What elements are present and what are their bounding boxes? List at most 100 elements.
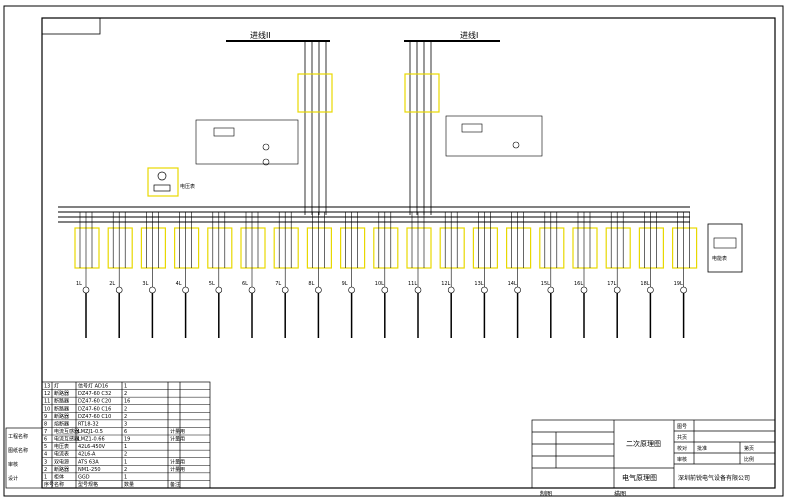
bom-cell: RT18-32 bbox=[78, 421, 99, 427]
bom-cell: 灯 bbox=[54, 383, 59, 390]
branch-circuit: 14L bbox=[506, 212, 532, 338]
bom-cell: 电流互感器 bbox=[54, 428, 79, 435]
corner-tag bbox=[41, 17, 101, 35]
branch-label: 7L bbox=[275, 281, 281, 287]
branch-circuit: 15L bbox=[539, 212, 565, 338]
bom-cell: 1 bbox=[44, 474, 47, 480]
bom-cell: LMZ1-0.66 bbox=[78, 437, 105, 443]
bom-cell: DZ47-60 C32 bbox=[78, 391, 111, 397]
bom-cell: 13 bbox=[44, 384, 50, 390]
svg-text:电能表: 电能表 bbox=[712, 255, 727, 262]
svg-text:电压表: 电压表 bbox=[180, 183, 195, 190]
made-label: 制图 bbox=[540, 490, 552, 498]
inner-frame bbox=[41, 17, 776, 489]
title-right-1: 第页 bbox=[744, 445, 754, 452]
branch-circuit: 8L bbox=[306, 212, 332, 338]
bom-cell: 信号灯 AD16 bbox=[78, 383, 108, 390]
bom-cell: DZ47-60 C16 bbox=[78, 406, 111, 412]
control-circuit-left bbox=[195, 119, 299, 166]
bom-cell: 19 bbox=[124, 437, 130, 443]
bom-cell: 10 bbox=[44, 406, 50, 412]
bom-cell: 断路器 bbox=[54, 405, 69, 412]
bom-cell: 6 bbox=[124, 429, 127, 435]
bom-cell: 计量用 bbox=[170, 436, 185, 443]
branch-circuit: 12L bbox=[439, 212, 465, 338]
bom-side-label-3: 审核 bbox=[8, 461, 18, 468]
bom-cell: 42L6-A bbox=[78, 452, 96, 458]
bom-cell: 1 bbox=[124, 384, 127, 390]
main-busbar bbox=[58, 206, 690, 223]
title-row-2: 共页 bbox=[677, 434, 687, 441]
bom-cell: 7 bbox=[44, 429, 47, 435]
bom-cell: 断路器 bbox=[54, 466, 69, 473]
bom-cell: 3 bbox=[44, 459, 47, 465]
branch-label: 15L bbox=[541, 281, 550, 287]
branch-circuit: 6L bbox=[240, 212, 266, 338]
branch-label: 9L bbox=[342, 281, 348, 287]
incoming-left bbox=[297, 41, 333, 215]
branch-label: 2L bbox=[109, 281, 115, 287]
branch-label: 13L bbox=[474, 281, 483, 287]
bom-cell: 电压表 bbox=[54, 443, 69, 450]
bom-cell: 计量用 bbox=[170, 466, 185, 473]
bom-cell: 2 bbox=[124, 467, 127, 473]
bom-cell: 双电源 bbox=[54, 458, 69, 465]
branch-label: 12L bbox=[441, 281, 450, 287]
control-circuit-right bbox=[445, 115, 543, 157]
bom-cell: 11 bbox=[44, 399, 50, 405]
title-drawing-name: 电气原理图 bbox=[622, 473, 657, 482]
bom-cell: 熔断器 bbox=[54, 420, 69, 427]
bom-cell: 电流表 bbox=[54, 451, 69, 458]
bom-cell: LMZJ1-0.5 bbox=[78, 429, 103, 435]
branch-label: 1L bbox=[76, 281, 82, 287]
branch-circuit: 13L bbox=[472, 212, 498, 338]
bom-cell: 2 bbox=[124, 391, 127, 397]
branch-label: 18L bbox=[640, 281, 649, 287]
branch-circuit: 1L bbox=[74, 212, 100, 338]
bom-cell: 断路器 bbox=[54, 413, 69, 420]
title-block bbox=[531, 419, 776, 489]
bom-cell: 1 bbox=[124, 459, 127, 465]
bom-header: 序号 bbox=[44, 481, 54, 488]
title-row-1: 图号 bbox=[677, 424, 687, 430]
bom-side-label-1: 工程名称 bbox=[8, 433, 28, 440]
title-doc-type: 二次原理图 bbox=[626, 439, 661, 448]
bom-cell: DZ47-60 C10 bbox=[78, 414, 111, 420]
bom-cell: 2 bbox=[124, 452, 127, 458]
bom-cell: 2 bbox=[44, 467, 47, 473]
bom-cell: 1 bbox=[124, 474, 127, 480]
title-row-3: 校对 bbox=[677, 445, 687, 452]
bom-cell: 2 bbox=[124, 414, 127, 420]
bom-cell: DZ47-60 C20 bbox=[78, 399, 111, 405]
bom-cell: 9 bbox=[44, 414, 47, 420]
branch-label: 3L bbox=[142, 281, 148, 287]
branch-circuit: 16L bbox=[572, 212, 598, 338]
bom-header: 型号规格 bbox=[78, 481, 98, 488]
title-row-4: 审核 bbox=[677, 456, 687, 463]
bom-cell: 电流互感器 bbox=[54, 436, 79, 443]
branch-circuit: 9L bbox=[340, 212, 366, 338]
bom-header: 备注 bbox=[170, 481, 180, 488]
bom-cell: 4 bbox=[44, 452, 47, 458]
branch-circuit: 10L bbox=[373, 212, 399, 338]
drawn-label: 描图 bbox=[614, 490, 626, 498]
bom-cell: 6 bbox=[44, 437, 47, 443]
bom-cell: 1 bbox=[124, 444, 127, 450]
bom-header: 名称 bbox=[54, 481, 64, 488]
bom-cell: 42L6-450V bbox=[78, 444, 106, 450]
title-right-2: 比例 bbox=[744, 456, 754, 463]
bom-cell: 断路器 bbox=[54, 398, 69, 405]
bom-cell: 2 bbox=[124, 406, 127, 412]
bom-cell: 5 bbox=[44, 444, 47, 450]
branch-label: 19L bbox=[674, 281, 683, 287]
bom-cell: GGD bbox=[78, 474, 90, 480]
bom-cell: ATS 63A bbox=[78, 459, 99, 465]
bom-cell: 计量用 bbox=[170, 458, 185, 465]
bom-side-labels: 工程名称 图纸名称 审核 设计 bbox=[5, 427, 43, 489]
bus-label-right: 进线I bbox=[460, 30, 478, 40]
branch-circuit: 7L bbox=[273, 212, 299, 338]
branch-label: 14L bbox=[508, 281, 517, 287]
branch-circuit: 4L bbox=[174, 212, 200, 338]
